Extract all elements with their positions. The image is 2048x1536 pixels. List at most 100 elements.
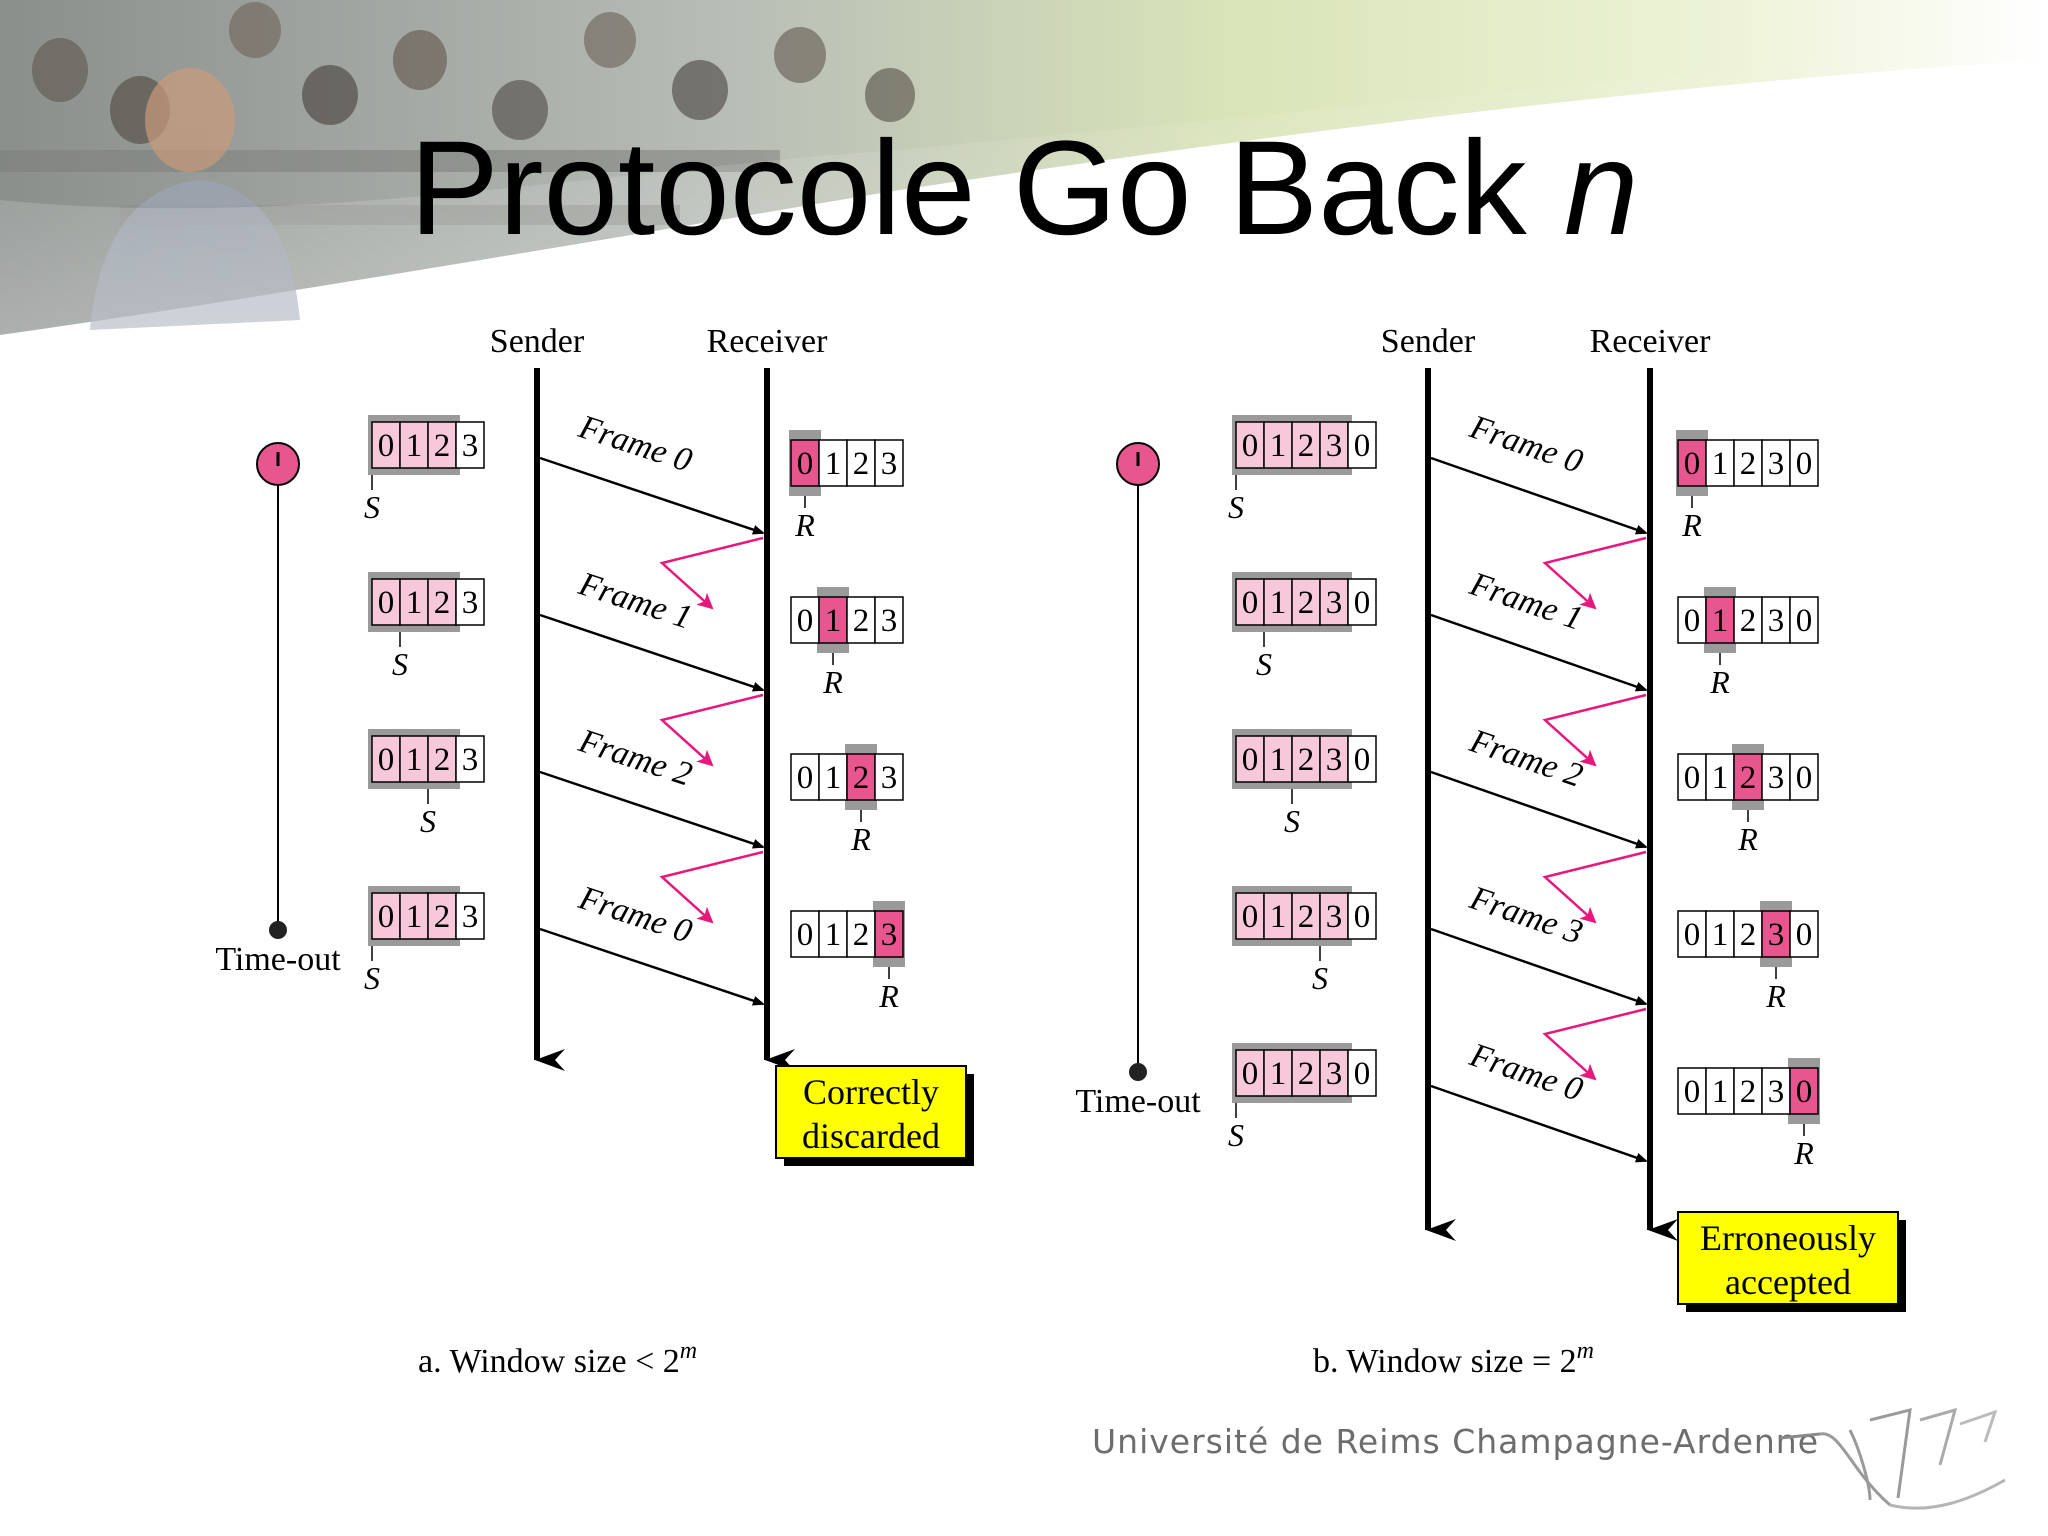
- receiver-cell: [1677, 910, 1707, 958]
- receiver-cell: [1761, 910, 1791, 958]
- frame-label: Frame 2: [1464, 722, 1587, 795]
- note-line-2: accepted: [1725, 1262, 1851, 1302]
- sender-cell-label: 3: [462, 428, 479, 464]
- receiver-cell: [1789, 596, 1819, 644]
- receiver-cell-label: 0: [797, 603, 814, 639]
- sender-cell: [1347, 421, 1377, 469]
- timeout-dot: [269, 921, 287, 939]
- receiver-cell-label: 1: [825, 917, 842, 953]
- timeout-label: Time-out: [1075, 1083, 1201, 1120]
- receiver-cell: [846, 596, 876, 644]
- timeout-label: Time-out: [215, 941, 341, 978]
- receiver-cell-label: 1: [1712, 1074, 1729, 1110]
- receiver-pointer-r: R: [1793, 1135, 1814, 1171]
- receiver-cell-label: 2: [1740, 1074, 1757, 1110]
- receiver-pointer-r: R: [850, 821, 871, 857]
- frame-arrow: [539, 613, 765, 692]
- receiver-cell-label: 0: [1684, 603, 1701, 639]
- sender-cell: [1347, 578, 1377, 626]
- receiver-cell: [874, 910, 904, 958]
- receiver-cell-label: 0: [1796, 760, 1813, 796]
- sender-cell: [1291, 1049, 1321, 1097]
- receiver-cell-label: 3: [1768, 917, 1785, 953]
- receiver-cell: [1733, 753, 1763, 801]
- sender-cell: [455, 578, 485, 626]
- sender-cell: [455, 892, 485, 940]
- receiver-cell: [846, 439, 876, 487]
- receiver-cell: [818, 753, 848, 801]
- sender-cell-label: 1: [1270, 899, 1287, 935]
- receiver-cell-label: 0: [1684, 760, 1701, 796]
- sender-cell-label: 0: [378, 742, 395, 778]
- sender-cell: [1263, 578, 1293, 626]
- sender-cell-label: 3: [462, 899, 479, 935]
- receiver-cell-label: 3: [1768, 446, 1785, 482]
- receiver-cell: [1705, 1067, 1735, 1115]
- timer-icon: [256, 442, 300, 486]
- sender-cell: [1291, 735, 1321, 783]
- receiver-cell: [874, 596, 904, 644]
- receiver-cell-label: 0: [1796, 917, 1813, 953]
- sender-cell-label: 1: [406, 899, 423, 935]
- receiver-cell-label: 3: [881, 917, 898, 953]
- sender-cell: [1235, 578, 1265, 626]
- sender-cell-label: 1: [406, 742, 423, 778]
- sender-cell-label: 2: [1298, 742, 1315, 778]
- frame-label: Frame 1: [1464, 565, 1587, 638]
- sender-cell-label: 3: [1326, 1056, 1343, 1092]
- receiver-cell-label: 1: [1712, 446, 1729, 482]
- sender-pointer-s: S: [392, 646, 408, 682]
- sender-cell-label: 2: [1298, 428, 1315, 464]
- receiver-cell: [1789, 1067, 1819, 1115]
- receiver-cell-label: 3: [881, 446, 898, 482]
- receiver-cell-label: 3: [1768, 603, 1785, 639]
- lost-ack-arrow: [1542, 693, 1647, 767]
- receiver-cell: [1733, 439, 1763, 487]
- sender-cell: [455, 735, 485, 783]
- sender-header: Sender: [490, 323, 585, 360]
- receiver-cell-label: 1: [825, 760, 842, 796]
- sender-pointer-s: S: [1228, 1117, 1244, 1153]
- frame-arrow: [1430, 456, 1648, 535]
- receiver-cell: [790, 439, 820, 487]
- note-line-1: Erroneously: [1700, 1218, 1876, 1258]
- sender-cell-label: 3: [462, 742, 479, 778]
- frame-arrow: [539, 770, 765, 849]
- receiver-cell: [1705, 596, 1735, 644]
- sender-cell: [1263, 892, 1293, 940]
- sender-cell-label: 2: [1298, 585, 1315, 621]
- sender-cell: [1347, 892, 1377, 940]
- receiver-cell-label: 2: [853, 917, 870, 953]
- panel-caption: a. Window size < 2m: [418, 1338, 697, 1380]
- receiver-cell: [1733, 910, 1763, 958]
- lost-ack-arrow: [1542, 536, 1647, 610]
- sender-cell-label: 1: [1270, 742, 1287, 778]
- receiver-cell: [1761, 1067, 1791, 1115]
- receiver-cell-label: 2: [1740, 917, 1757, 953]
- receiver-pointer-r: R: [1681, 507, 1702, 543]
- receiver-cell-label: 1: [825, 603, 842, 639]
- receiver-cell: [790, 596, 820, 644]
- sender-cell-label: 0: [1354, 742, 1371, 778]
- receiver-pointer-r: R: [1765, 978, 1786, 1014]
- title-text: Protocole Go Back: [409, 114, 1564, 263]
- panel-caption: b. Window size = 2m: [1313, 1338, 1594, 1380]
- sender-cell-label: 0: [1242, 428, 1259, 464]
- note-box: [775, 1065, 967, 1159]
- receiver-cell-label: 2: [1740, 760, 1757, 796]
- sender-cell-label: 1: [1270, 428, 1287, 464]
- sender-cell-label: 3: [1326, 899, 1343, 935]
- sender-cell-label: 2: [1298, 1056, 1315, 1092]
